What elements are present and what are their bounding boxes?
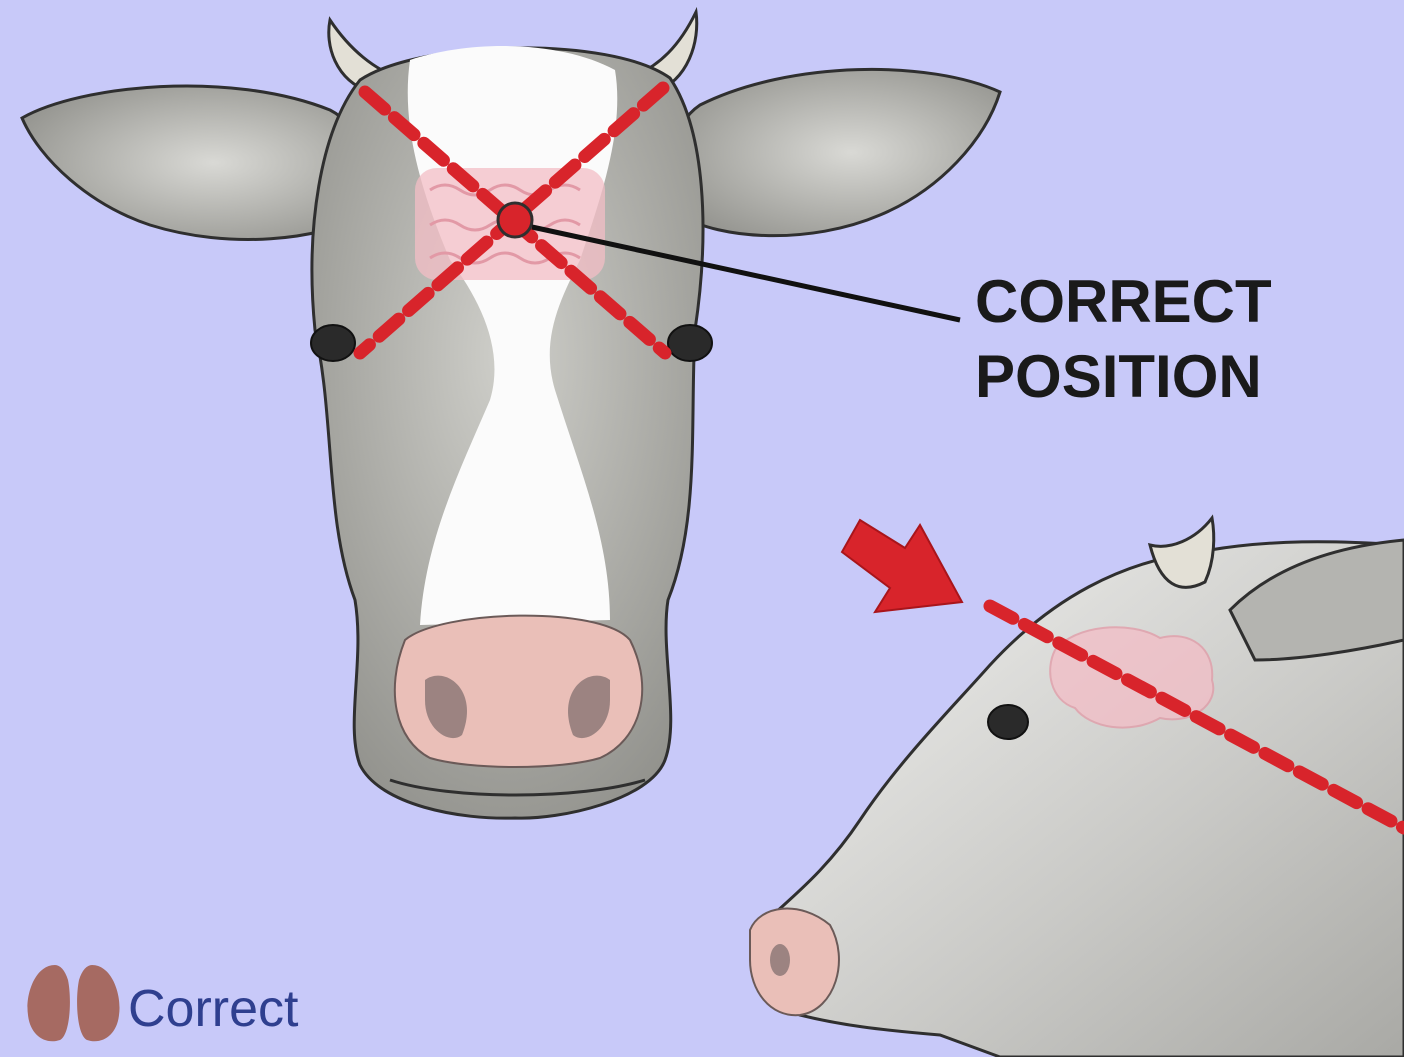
- correct-position-dot: [498, 203, 532, 237]
- side-nose: [750, 909, 839, 1016]
- callout-line1: CORRECT: [975, 268, 1272, 335]
- side-eye: [988, 705, 1028, 739]
- right-eye: [668, 325, 712, 361]
- left-eye: [311, 325, 355, 361]
- legend-label: Correct: [128, 980, 299, 1038]
- callout-line2: POSITION: [975, 343, 1262, 410]
- side-nostril: [770, 944, 790, 976]
